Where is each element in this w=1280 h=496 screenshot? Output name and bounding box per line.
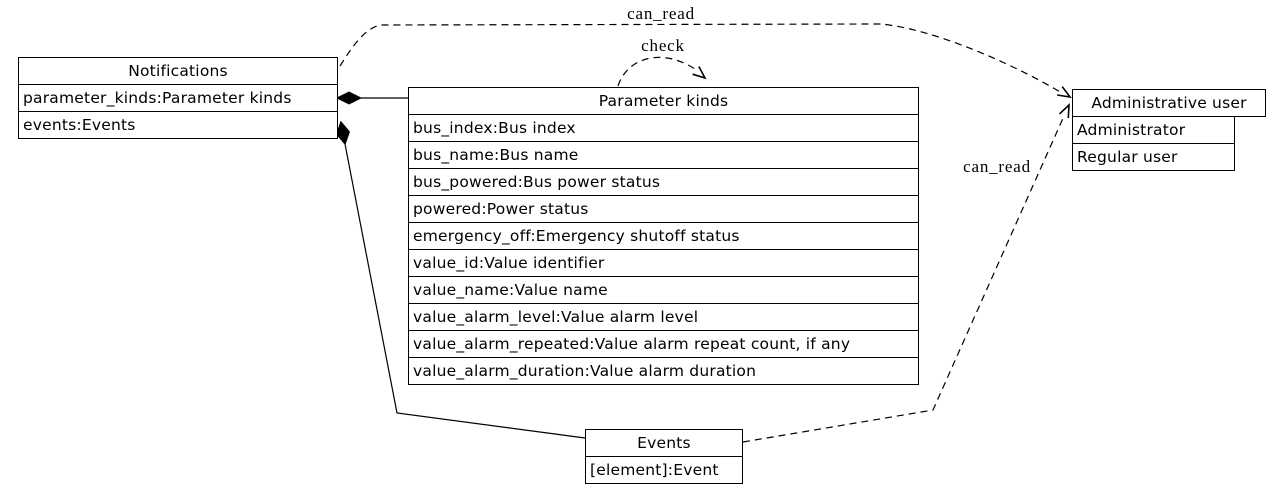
edge-line-check <box>617 56 699 87</box>
edge-line-events <box>344 143 586 439</box>
attribute-row: Regular user <box>1072 143 1235 171</box>
edge-label-check: check <box>641 36 685 55</box>
attribute-row: value_alarm_repeated:Value alarm repeat … <box>408 330 919 358</box>
composition-diamond-parameter-kinds <box>335 91 363 105</box>
edge-notifications-can-read: can_read <box>339 4 1072 99</box>
edge-line-can-read-top <box>339 23 1063 94</box>
edge-notifications-parameter-kinds <box>335 91 408 105</box>
attribute-row: value_id:Value identifier <box>408 249 919 277</box>
attribute-row: events:Events <box>18 111 338 139</box>
attribute-row: value_name:Value name <box>408 276 919 304</box>
node-parameter-kinds: Parameter kinds bus_index:Bus index bus_… <box>408 87 919 385</box>
attribute-row: bus_name:Bus name <box>408 141 919 169</box>
edge-notifications-events <box>336 120 586 439</box>
edge-events-can-read: can_read <box>742 103 1070 443</box>
node-parameter-kinds-title: Parameter kinds <box>408 87 919 115</box>
arrowhead-check <box>692 66 707 80</box>
node-administrative-user: Administrative user Administrator Regula… <box>1072 89 1266 171</box>
edge-check-self-loop: check <box>617 36 707 87</box>
node-notifications: Notifications parameter_kinds:Parameter … <box>18 57 338 139</box>
attribute-row: bus_index:Bus index <box>408 114 919 142</box>
composition-diamond-events <box>336 120 350 146</box>
attribute-row: Administrator <box>1072 116 1235 144</box>
arrowhead-can-read-right <box>1058 103 1070 119</box>
node-events-title: Events <box>585 429 743 457</box>
attribute-row: bus_powered:Bus power status <box>408 168 919 196</box>
attribute-row: emergency_off:Emergency shutoff status <box>408 222 919 250</box>
edge-line-can-read-right <box>742 115 1065 443</box>
attribute-row: value_alarm_duration:Value alarm duratio… <box>408 357 919 385</box>
edge-label-can-read-top: can_read <box>627 4 695 23</box>
node-events: Events [element]:Event <box>585 429 743 484</box>
arrowhead-can-read-top <box>1057 86 1072 99</box>
attribute-row: powered:Power status <box>408 195 919 223</box>
attribute-row: value_alarm_level:Value alarm level <box>408 303 919 331</box>
edge-label-can-read-right: can_read <box>963 157 1031 176</box>
attribute-row: [element]:Event <box>585 456 743 484</box>
node-notifications-title: Notifications <box>18 57 338 85</box>
node-administrative-user-title: Administrative user <box>1072 89 1266 117</box>
attribute-row: parameter_kinds:Parameter kinds <box>18 84 338 112</box>
